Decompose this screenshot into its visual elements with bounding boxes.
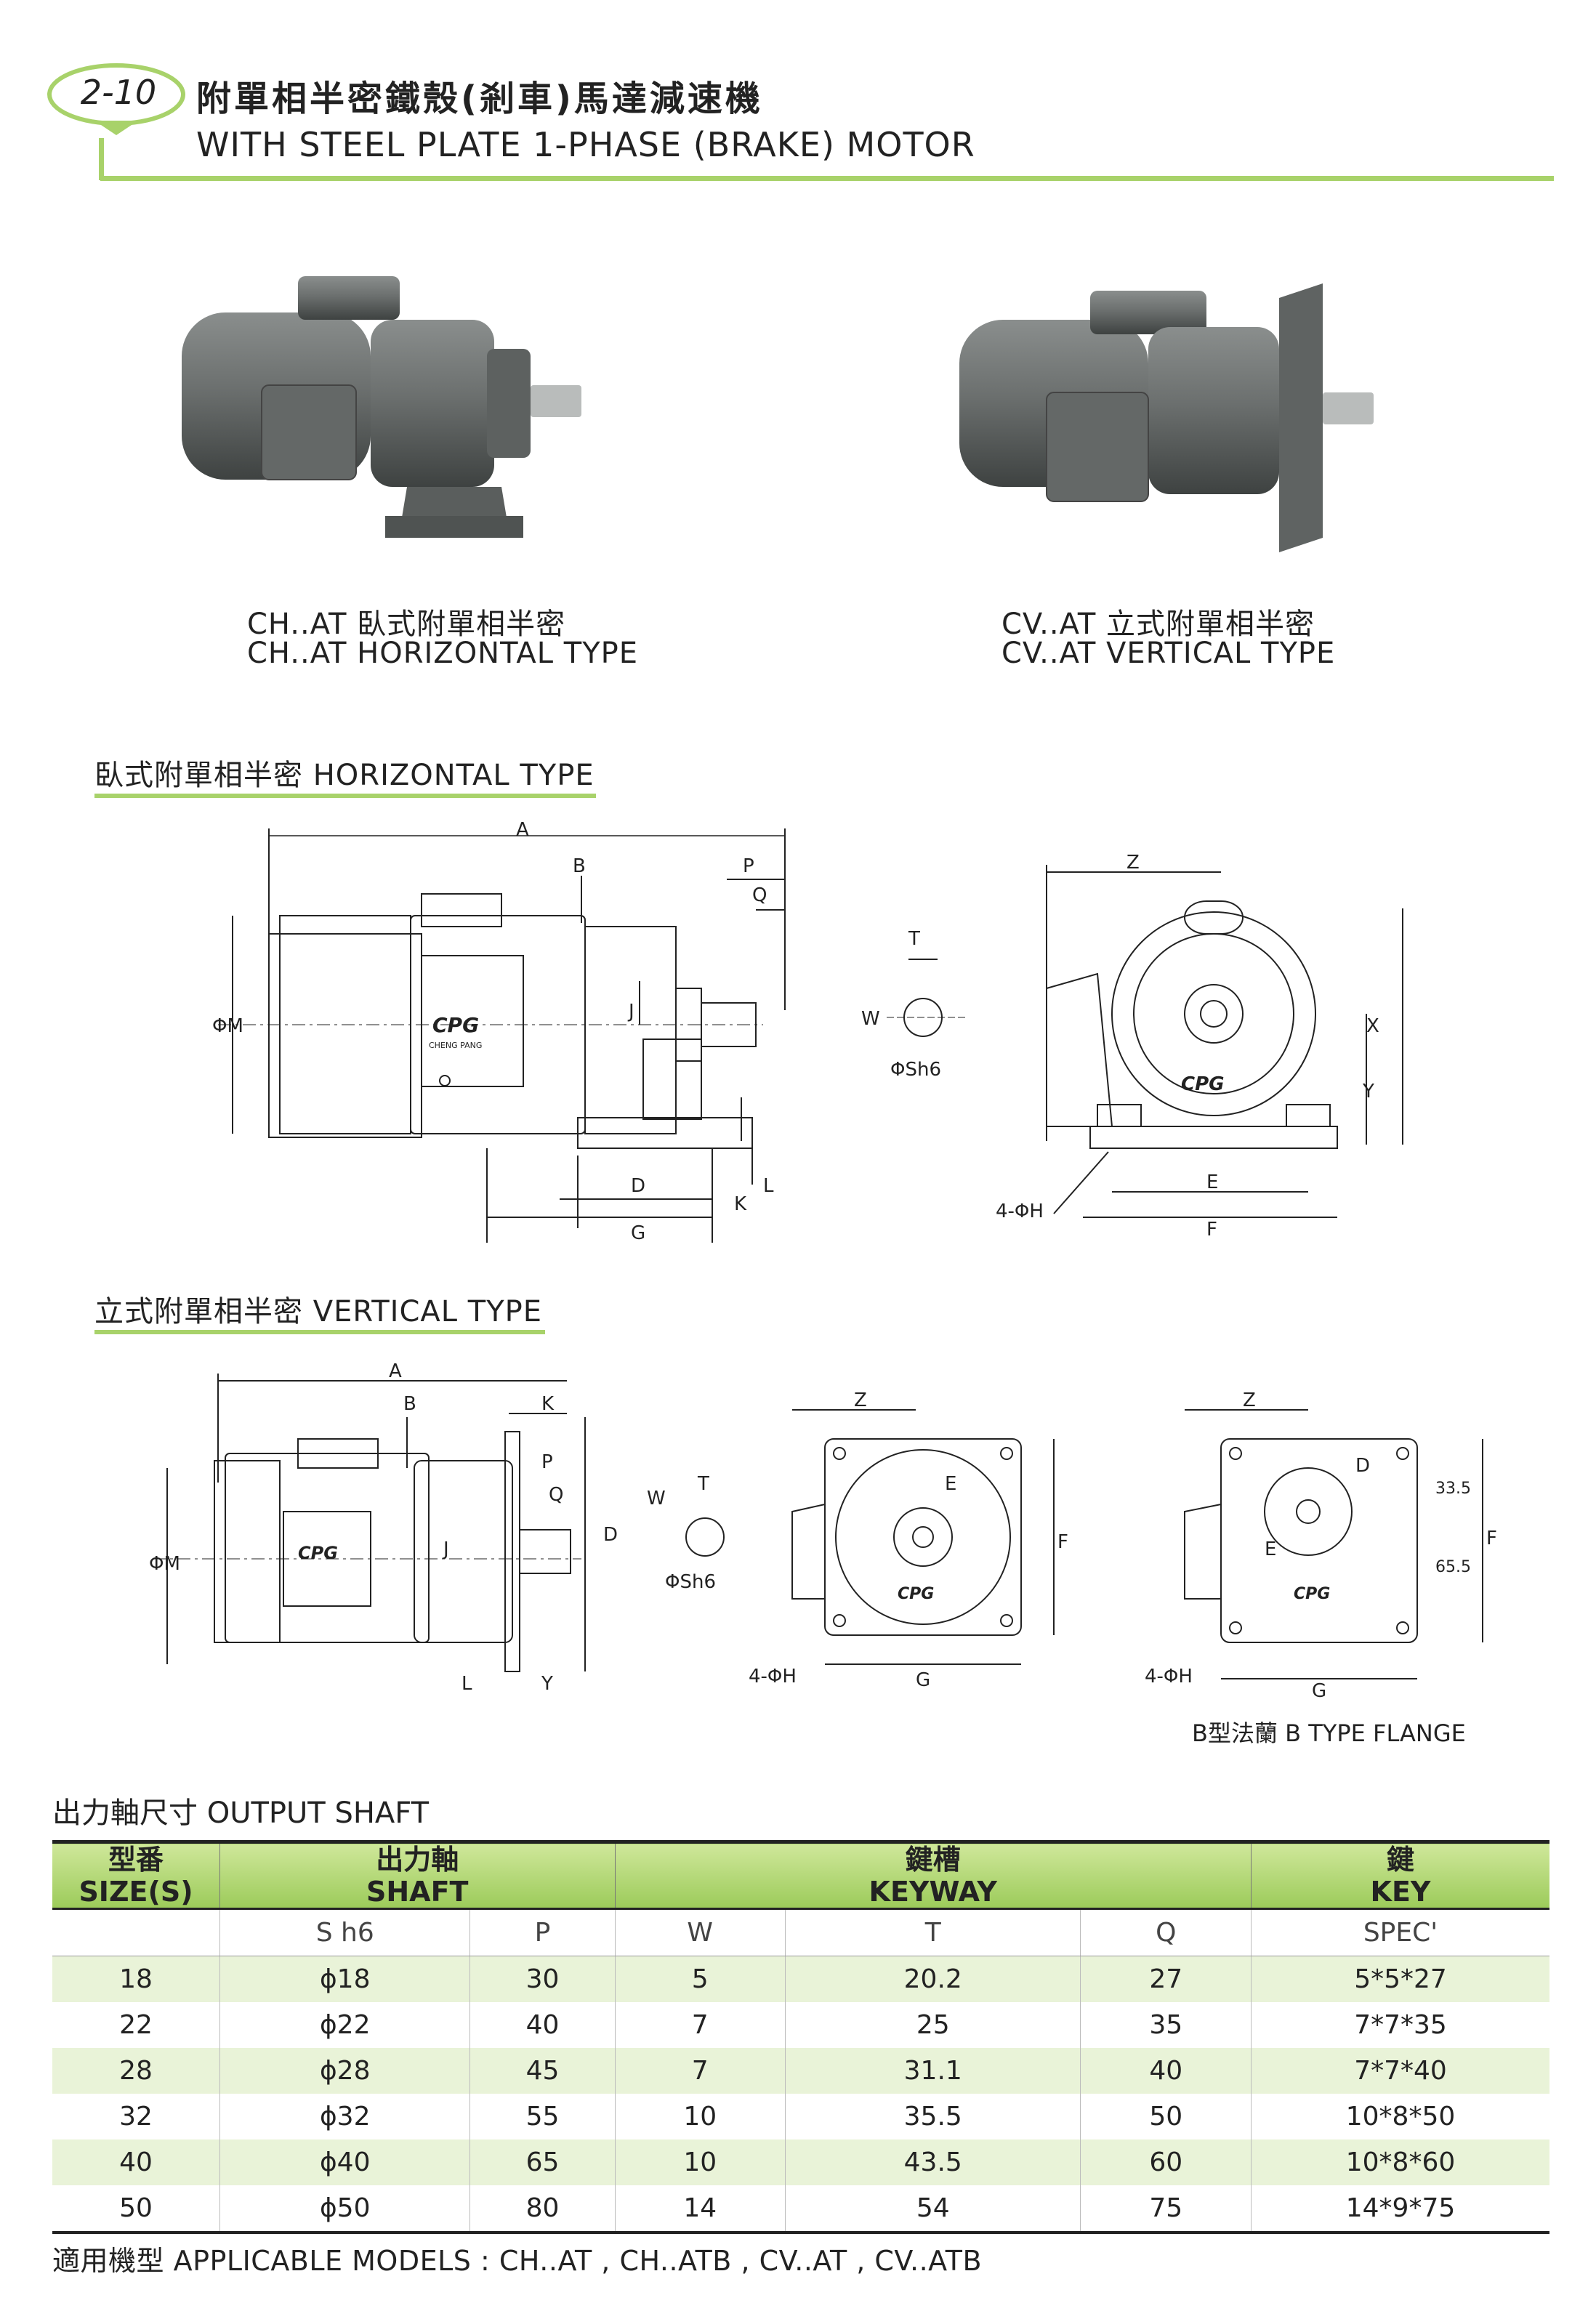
section-badge — [47, 63, 185, 135]
vdim-label-L: L — [462, 1673, 472, 1695]
dim-label-E: E — [1206, 1171, 1218, 1193]
vertical-shaft-section: W T ΦSh6 — [647, 1473, 725, 1593]
vdim-label-D: D — [603, 1524, 618, 1546]
bdim-label-Z: Z — [1243, 1390, 1256, 1411]
vertical-side-view: A B K CPG ΦM P Q J D L Y — [149, 1360, 618, 1695]
horizontal-front-view: Z CPG X Y E F 4-ΦH — [996, 852, 1403, 1241]
vdim-label-P: P — [541, 1451, 553, 1473]
dim-label-G: G — [631, 1222, 645, 1244]
vdim-label-H: 4-ΦH — [749, 1666, 797, 1687]
horizontal-motor-photo — [182, 276, 581, 538]
vdim-label-Q: Q — [549, 1484, 563, 1506]
vertical-motor-photo — [959, 283, 1374, 552]
vdim-label-B: B — [403, 1393, 416, 1415]
vlogo-text: CPG — [298, 1543, 338, 1563]
horizontal-side-view: A CPG CHENG PANG ΦM B P Q J L D K G — [212, 821, 786, 1244]
dim-label-F: F — [1206, 1219, 1217, 1241]
bdim-label-E: E — [1265, 1538, 1276, 1560]
table-title: 出力軸尺寸 OUTPUT SHAFT — [52, 1796, 430, 1830]
dim-label-L: L — [763, 1175, 774, 1197]
dim-label-T: T — [908, 928, 920, 950]
vdim-label-M: ΦM — [149, 1553, 180, 1575]
dim-label-Z: Z — [1127, 852, 1140, 874]
applicable-models: 適用機型 APPLICABLE MODELS : CH..AT , CH..AT… — [52, 2245, 983, 2277]
dim-label-Y: Y — [1362, 1081, 1374, 1102]
vlogo-flange-text: CPG — [898, 1585, 934, 1603]
dim-label-D: D — [631, 1175, 645, 1197]
bdim-33-5: 33.5 — [1435, 1480, 1471, 1498]
dim-label-H: 4-ΦH — [996, 1201, 1044, 1222]
vdim-label-K: K — [541, 1393, 555, 1415]
horizontal-section-title: 臥式附單相半密 HORIZONTAL TYPE — [94, 759, 595, 792]
bdim-label-H: 4-ΦH — [1145, 1666, 1193, 1687]
dim-label-K: K — [734, 1193, 747, 1215]
dim-label-M: ΦM — [212, 1015, 243, 1037]
vdim-label-G: G — [916, 1669, 930, 1691]
vertical-section-rule — [94, 1330, 545, 1334]
dim-label-A: A — [516, 821, 529, 841]
dim-label-Q: Q — [752, 884, 767, 906]
dim-label-B: B — [573, 855, 586, 877]
horizontal-drawings: A CPG CHENG PANG ΦM B P Q J L D K G — [212, 821, 1403, 1244]
vertical-drawings: A B K CPG ΦM P Q J D L Y W T ΦSh6 Z — [149, 1360, 1497, 1702]
logo-text-front: CPG — [1181, 1073, 1224, 1095]
vdim-label-F: F — [1057, 1531, 1068, 1553]
photo-caption-left-2: CH..AT HORIZONTAL TYPE — [247, 637, 639, 670]
section-number: 2-10 — [80, 73, 157, 112]
blogo-text: CPG — [1294, 1585, 1330, 1603]
page-title-zh: 附單相半密鐵殼(剎車)馬達減速機 — [196, 78, 763, 119]
vdim-label-J: J — [442, 1538, 449, 1560]
logo-subtext: CHENG PANG — [429, 1041, 482, 1050]
photo-caption-right-1: CV..AT 立式附單相半密 — [1001, 608, 1315, 641]
photo-caption-right-2: CV..AT VERTICAL TYPE — [1001, 637, 1336, 670]
vdim-label-Sh6: ΦSh6 — [665, 1571, 716, 1593]
dim-label-P: P — [743, 855, 754, 877]
vdim-label-Z: Z — [854, 1390, 867, 1411]
vdim-label-E: E — [945, 1473, 956, 1495]
page-title-en: WITH STEEL PLATE 1-PHASE (BRAKE) MOTOR — [196, 125, 975, 164]
b-flange-view: Z CPG D E 33.5 65.5 F G 4-ΦH — [1145, 1390, 1497, 1702]
vdim-label-Y: Y — [541, 1673, 553, 1695]
horizontal-shaft-section: T W ΦSh6 — [861, 928, 967, 1081]
bdim-label-G: G — [1312, 1680, 1326, 1702]
vertical-section-title: 立式附單相半密 VERTICAL TYPE — [94, 1295, 543, 1328]
bdim-65-5: 65.5 — [1435, 1558, 1471, 1576]
dim-label-J: J — [627, 1001, 634, 1023]
vdim-label-T: T — [697, 1473, 709, 1495]
vdim-label-W: W — [647, 1488, 666, 1509]
horizontal-section-rule — [94, 794, 596, 798]
b-flange-caption: B型法蘭 B TYPE FLANGE — [1192, 1719, 1466, 1747]
vertical-flange-view: Z CPG E F G 4-ΦH — [749, 1390, 1068, 1691]
dim-label-X: X — [1366, 1015, 1379, 1037]
bdim-label-D: D — [1355, 1455, 1370, 1477]
dim-label-Sh6: ΦSh6 — [890, 1059, 941, 1081]
photo-caption-left-1: CH..AT 臥式附單相半密 — [247, 608, 566, 641]
vdim-label-A: A — [389, 1360, 402, 1382]
header-stem — [99, 138, 104, 180]
header-rule — [100, 176, 1554, 181]
bdim-label-F: F — [1486, 1528, 1497, 1549]
dim-label-W: W — [861, 1008, 880, 1030]
